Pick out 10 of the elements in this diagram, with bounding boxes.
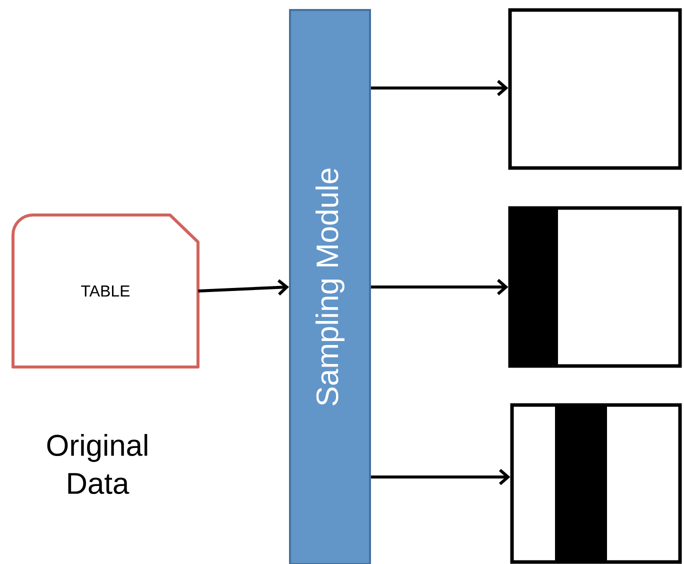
node-label: Original Data bbox=[47, 434, 148, 494]
arrow bbox=[371, 468, 510, 486]
module-bar: Sampling Module bbox=[289, 9, 371, 564]
arrow bbox=[371, 80, 508, 96]
table-card: TABLE bbox=[12, 214, 200, 368]
output-box bbox=[508, 8, 682, 170]
output-box bbox=[508, 206, 682, 368]
arrow bbox=[198, 279, 289, 296]
arrow bbox=[371, 278, 508, 296]
output-box bbox=[510, 403, 682, 564]
